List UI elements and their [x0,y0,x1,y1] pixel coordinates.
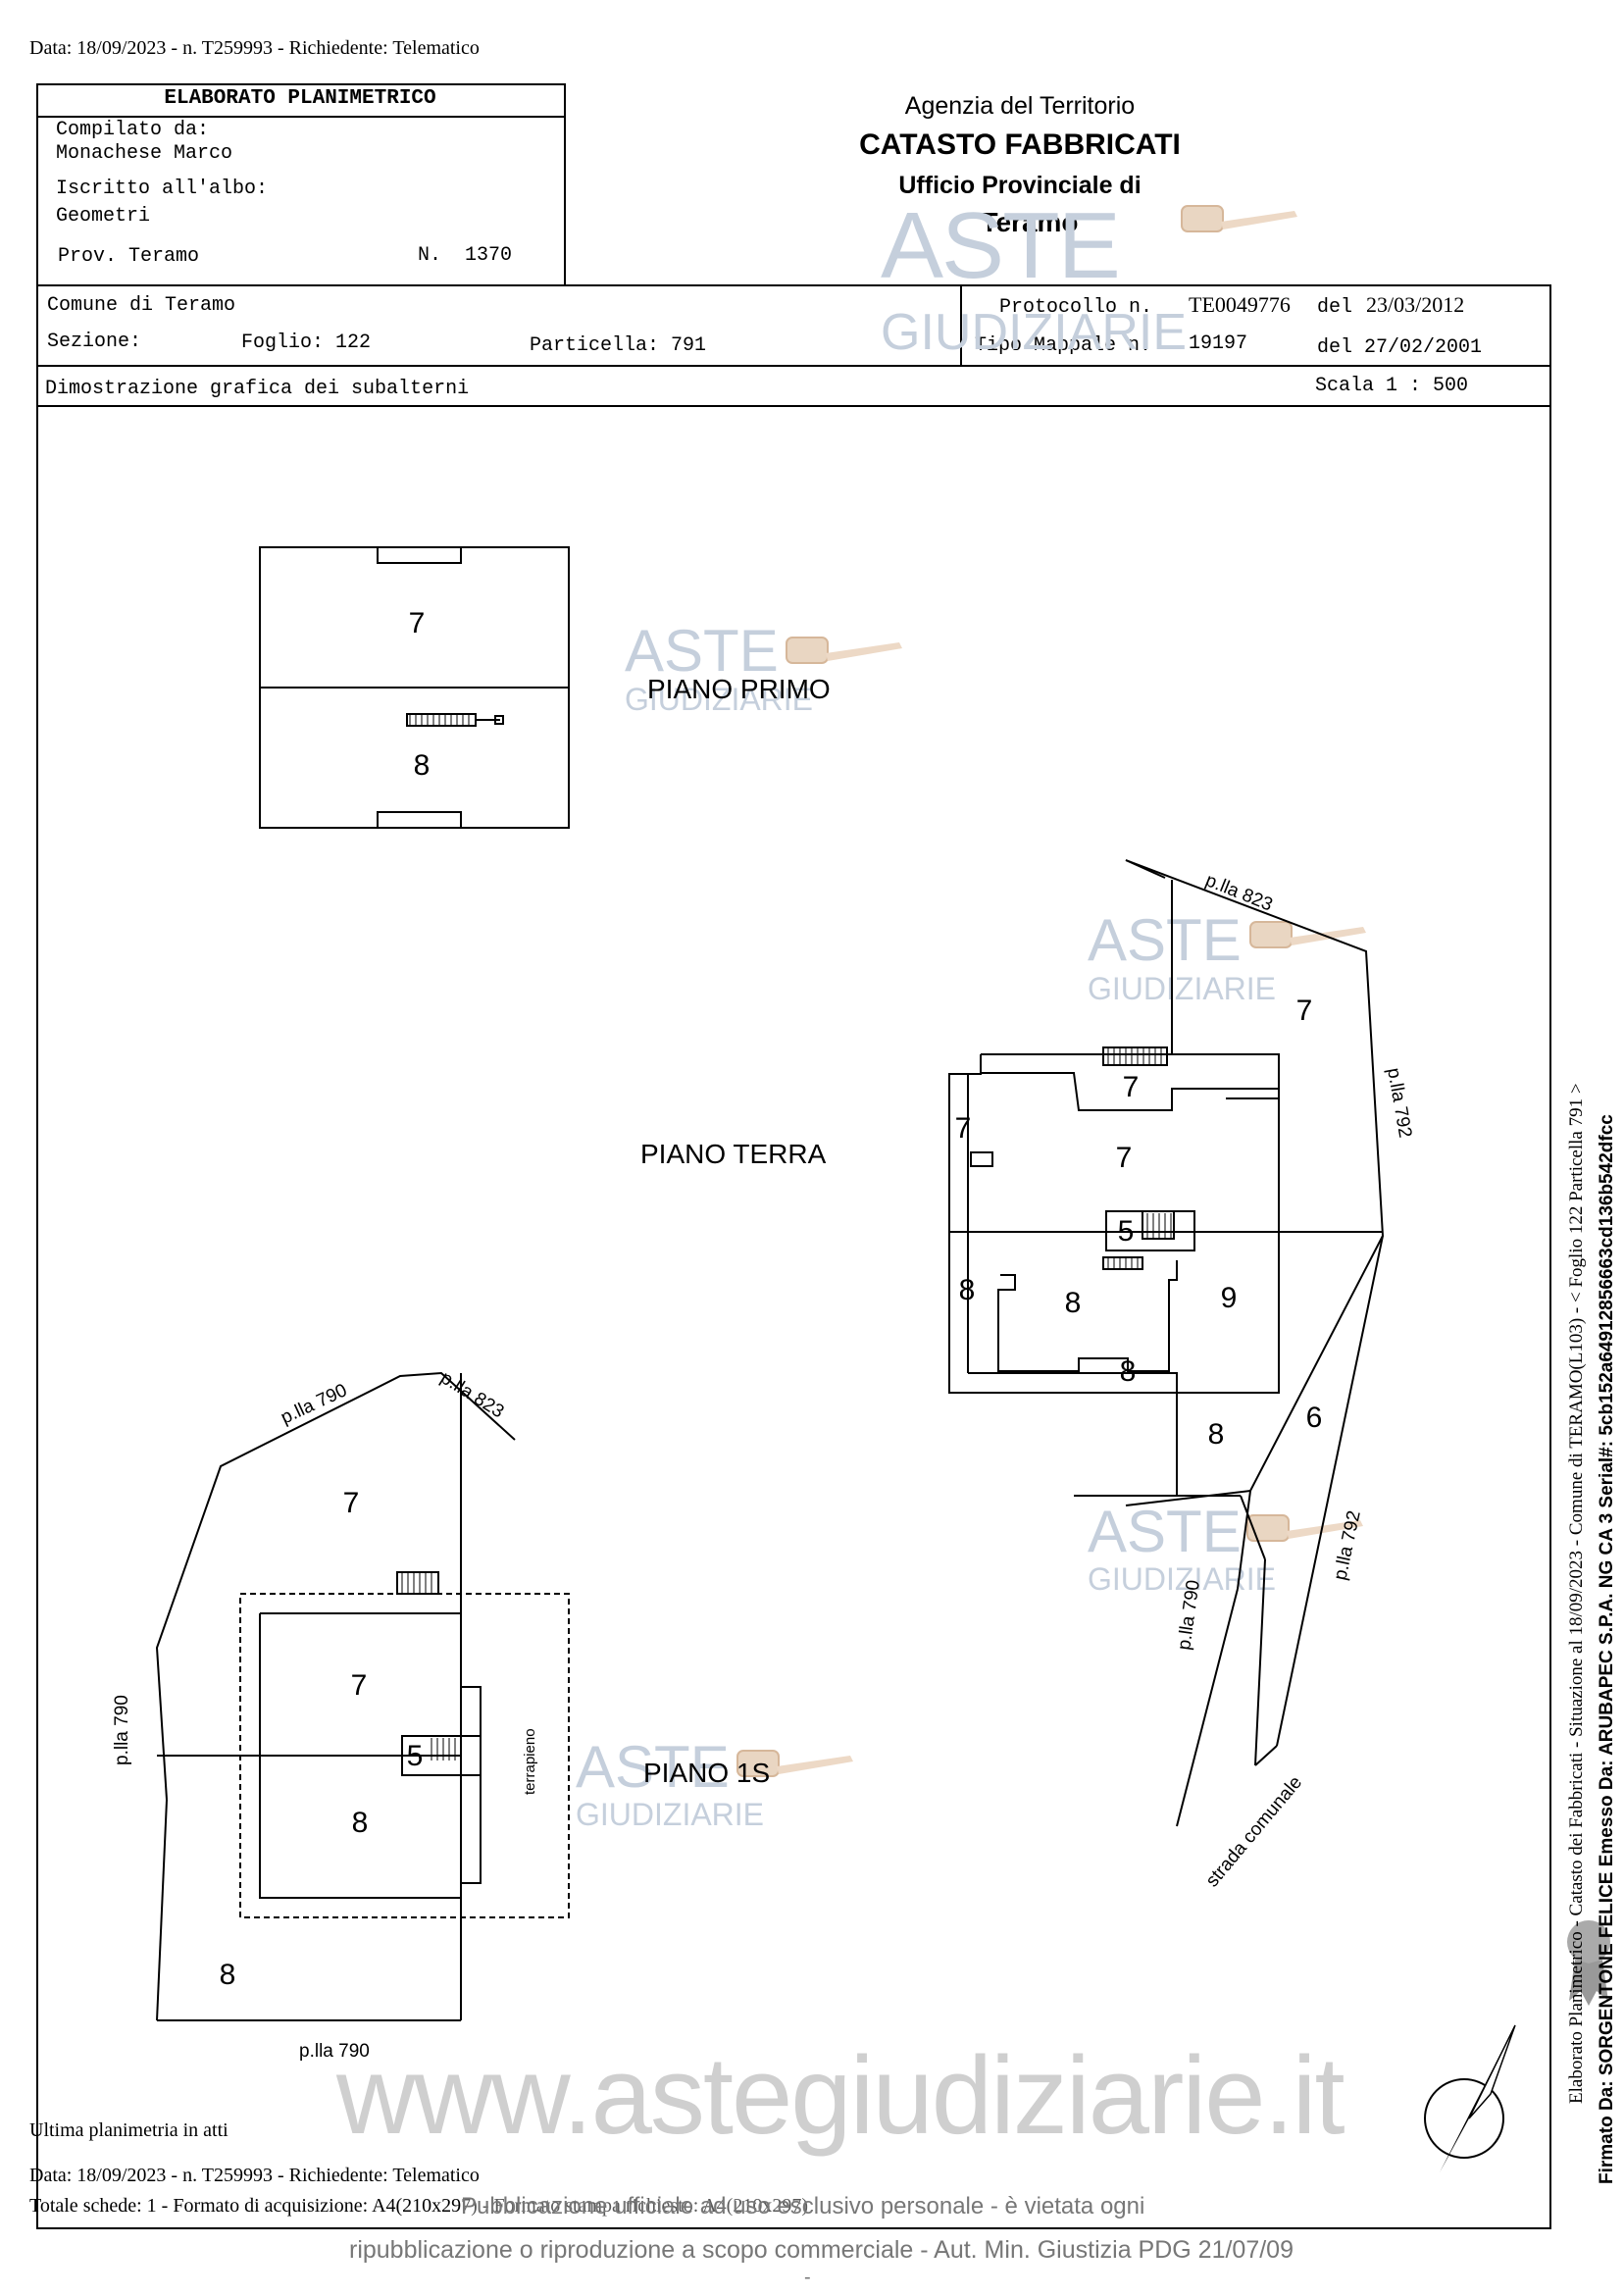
watermark-url: www.astegiudiziarie.it [336,2034,1345,2157]
watermark-giudiziarie-3: GIUDIZIARIE [1088,1561,1277,1597]
sub-number: 8 [220,1959,236,1991]
tipo-mappale-value: 19197 [1189,332,1248,355]
protocollo-del-label: del [1317,296,1353,319]
tipo-mappale-date: del 27/02/2001 [1317,336,1483,359]
parcel-label: p.lla 823 [436,1367,507,1422]
north-arrow-icon [1424,2024,1516,2172]
stair-hatching [401,714,1172,1760]
watermark-giudiziarie-4: GIUDIZIARIE [576,1797,765,1832]
sub-number: 5 [407,1740,424,1772]
sub-number: 8 [1120,1355,1137,1388]
parcel-label: p.lla 790 [112,1695,132,1765]
parcel-label: p.lla 792 [1383,1066,1415,1139]
sub-number: 7 [1123,1071,1140,1103]
watermark-aste-4: ASTE [576,1734,730,1800]
registration-number: N. 1370 [418,244,513,267]
side-note-situazione: Elaborato Planimetrico - Catasto dei Fab… [1566,1083,1587,2104]
parcel-label: p.lla 790 [299,2041,370,2062]
foglio: Foglio: 122 [241,332,372,354]
ultima-planimetria: Ultima planimetria in atti [29,2119,228,2141]
parcel-label: p.lla 790 [1174,1579,1204,1652]
province: Prov. Teramo [58,245,200,268]
protocollo-value: TE0049776 [1189,292,1291,317]
protocollo-label: Protocollo n. [999,296,1153,319]
scale-label: Scala 1 : 500 [1315,375,1469,397]
piano-1s-plan [155,1371,570,2021]
seal-icon [1567,1920,1610,2006]
watermark-giudiziarie-header: GIUDIZIARIE [881,304,1188,361]
ufficio-city: Teramo [981,207,1079,237]
notice-line-2: ripubblicazione o riproduzione a scopo c… [349,2236,1294,2264]
footer-totale-line: Totale schede: 1 - Formato di acquisizio… [29,2195,808,2217]
parcel-label: p.lla 792 [1330,1508,1364,1582]
sezione: Sezione: [47,331,142,353]
gavel-icon [1181,205,1298,232]
agency-name: Agenzia del Territorio [904,92,1136,120]
header-line: Data: 18/09/2023 - n. T259993 - Richiede… [29,37,480,59]
notice-dash: - [804,2267,811,2288]
sub-number: 7 [409,607,426,639]
compiler-box [36,83,566,286]
piano-terra-plan [948,859,1385,1827]
sub-number: 8 [1065,1287,1082,1319]
sub-number: 7 [343,1487,360,1519]
parcel-label: p.lla 790 [278,1380,350,1428]
sub-number: 6 [1306,1402,1323,1434]
sub-number: 7 [1116,1142,1133,1174]
side-note-signature: Firmato Da: SORGENTONE FELICE Emesso Da:… [1597,1114,1617,2184]
watermark-aste-3: ASTE [1088,1499,1242,1564]
info-separator-horizontal-2 [36,405,1549,407]
piano-terra-label: PIANO TERRA [640,1139,827,1169]
watermark-aste-1: ASTE [625,618,779,684]
dimostrazione-label: Dimostrazione grafica dei subalterni [45,378,470,400]
sub-number: 5 [1118,1215,1135,1248]
catasto-title: CATASTO FABBRICATI [859,128,1181,161]
footer-data-line: Data: 18/09/2023 - n. T259993 - Richiede… [29,2165,480,2186]
sub-number: 7 [351,1669,368,1702]
piano-primo-plan [259,546,570,829]
watermark-aste-2: ASTE [1088,907,1242,973]
sub-number: 7 [1296,995,1313,1027]
watermark-aste-header: ASTE [881,193,1121,298]
compiled-by-label: Compilato da: [56,119,210,141]
compiler-box-title-rule [36,116,564,118]
piano-1s-label: PIANO 1S [643,1758,770,1788]
ufficio-label: Ufficio Provinciale di [898,172,1142,199]
tipo-mappale-label: Tipo Mappale n. [975,334,1152,357]
protocollo-del-value: 23/03/2012 [1366,292,1465,317]
sub-number: 8 [1208,1418,1225,1451]
comune: Comune di Teramo [47,294,236,317]
sub-number: 8 [352,1807,369,1839]
registered-value: Geometri [56,205,151,228]
particella: Particella: 791 [530,334,707,357]
document-frame [36,284,1551,2229]
notice-line-1: Pubblicazione ufficiale ad uso esclusivo… [461,2193,1145,2220]
road-label: strada comunale [1202,1772,1306,1891]
watermark-giudiziarie-1: GIUDIZIARIE [625,682,814,717]
terrapieno-label: terrapieno [522,1728,538,1795]
compiler-box-title: ELABORATO PLANIMETRICO [164,87,436,110]
sub-number: 8 [959,1274,976,1306]
sub-number: 8 [414,749,431,782]
watermark-giudiziarie-2: GIUDIZIARIE [1088,971,1277,1006]
gavel-icon [786,637,903,664]
sub-number: 7 [955,1112,972,1145]
compiled-by-name: Monachese Marco [56,142,233,165]
info-separator-horizontal-1 [36,365,1549,367]
info-separator-vertical [960,284,962,365]
gavel-icon [1249,921,1367,948]
registered-label: Iscritto all'albo: [56,178,269,200]
sub-number: 9 [1221,1282,1238,1314]
parcel-label: p.lla 823 [1202,870,1275,915]
piano-primo-label: PIANO PRIMO [647,674,831,704]
